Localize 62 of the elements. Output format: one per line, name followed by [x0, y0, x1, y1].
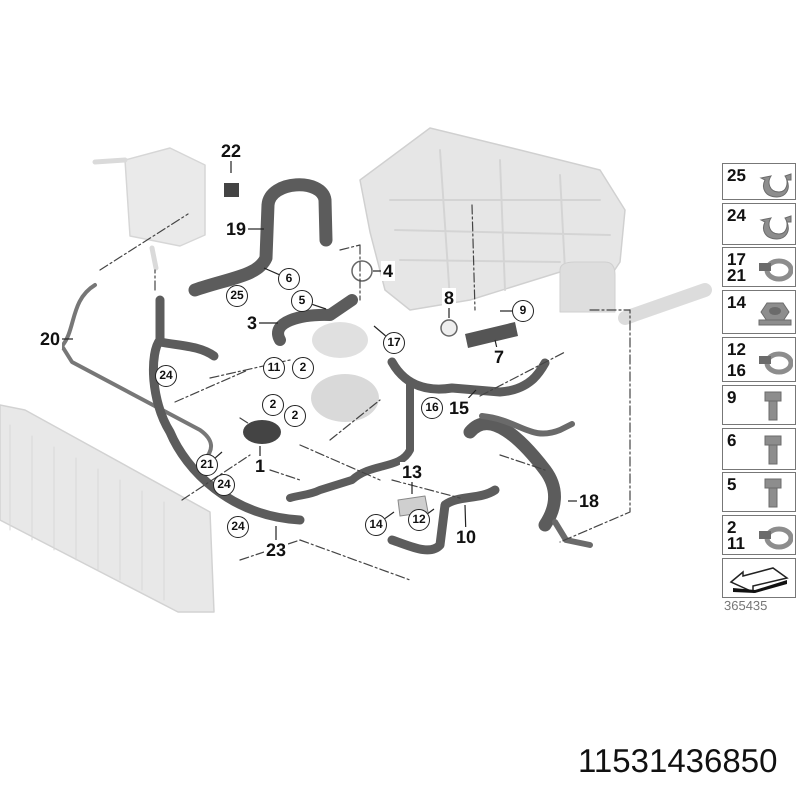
- legend-box: [722, 558, 796, 598]
- callout-number: 21: [196, 454, 218, 476]
- leader-line: [448, 308, 450, 318]
- parts-legend-cell: [722, 163, 796, 200]
- callout-number: 11: [263, 357, 285, 379]
- leader-line: [464, 504, 466, 528]
- leader-line: [411, 482, 413, 494]
- callout-number: 13: [400, 462, 424, 482]
- callout-number: 2: [262, 394, 284, 416]
- callout-number: 2: [292, 357, 314, 379]
- callout-number: 24: [155, 365, 177, 387]
- parts-legend-cell: [722, 203, 796, 245]
- parts-legend-cell: [722, 472, 796, 512]
- callout-number: 25: [226, 285, 248, 307]
- parts-legend-cell: [722, 428, 796, 470]
- callout-number: 20: [38, 329, 62, 349]
- leader-line: [214, 452, 222, 458]
- callout-number: 5: [291, 290, 313, 312]
- leader-line: [500, 310, 512, 312]
- callout-number: 9: [512, 300, 534, 322]
- callout-number: 8: [442, 288, 456, 308]
- callout-number: 16: [421, 397, 443, 419]
- callout-number: 14: [365, 514, 387, 536]
- leader-line: [259, 446, 261, 456]
- leader-line: [248, 228, 264, 230]
- leader-line: [384, 512, 394, 520]
- parts-legend-cell: [722, 290, 796, 334]
- callout-number: 24: [213, 474, 235, 496]
- part-number: 25: [727, 167, 746, 184]
- part-number-text: 11531436850: [578, 742, 778, 780]
- leader-line: [374, 326, 386, 336]
- parts-legend-cell: [722, 385, 796, 425]
- part-number: 14: [727, 294, 746, 311]
- callout-number: 2: [284, 405, 306, 427]
- part-number: 11: [727, 535, 745, 552]
- leader-line: [230, 161, 232, 173]
- part-number: 9: [727, 389, 736, 406]
- parts-legend-cell: [722, 247, 796, 287]
- part-number: 24: [727, 207, 746, 224]
- part-number: 21: [727, 267, 746, 284]
- leader-line: [494, 340, 498, 348]
- part-number: 6: [727, 432, 736, 449]
- parts-legend-cell: [722, 515, 796, 555]
- callout-number: 6: [278, 268, 300, 290]
- callout-number: 4: [381, 261, 395, 281]
- leader-line: [264, 267, 280, 276]
- callout-number: 17: [383, 332, 405, 354]
- leader-line: [312, 304, 326, 310]
- leader-line: [275, 526, 277, 540]
- part-number: 17: [727, 251, 746, 268]
- leader-line: [259, 322, 278, 324]
- leader-line: [62, 338, 73, 340]
- leader-line: [428, 508, 434, 514]
- parts-legend-cell: [722, 337, 796, 382]
- drawing-number: 365435: [724, 598, 768, 613]
- callout-number: 12: [408, 509, 430, 531]
- part-number: 5: [727, 476, 736, 493]
- part-number: 2: [727, 519, 736, 536]
- leader-line: [468, 390, 476, 398]
- callout-number: 24: [227, 516, 249, 538]
- part-number: 16: [727, 362, 746, 379]
- part-number: 12: [727, 341, 746, 358]
